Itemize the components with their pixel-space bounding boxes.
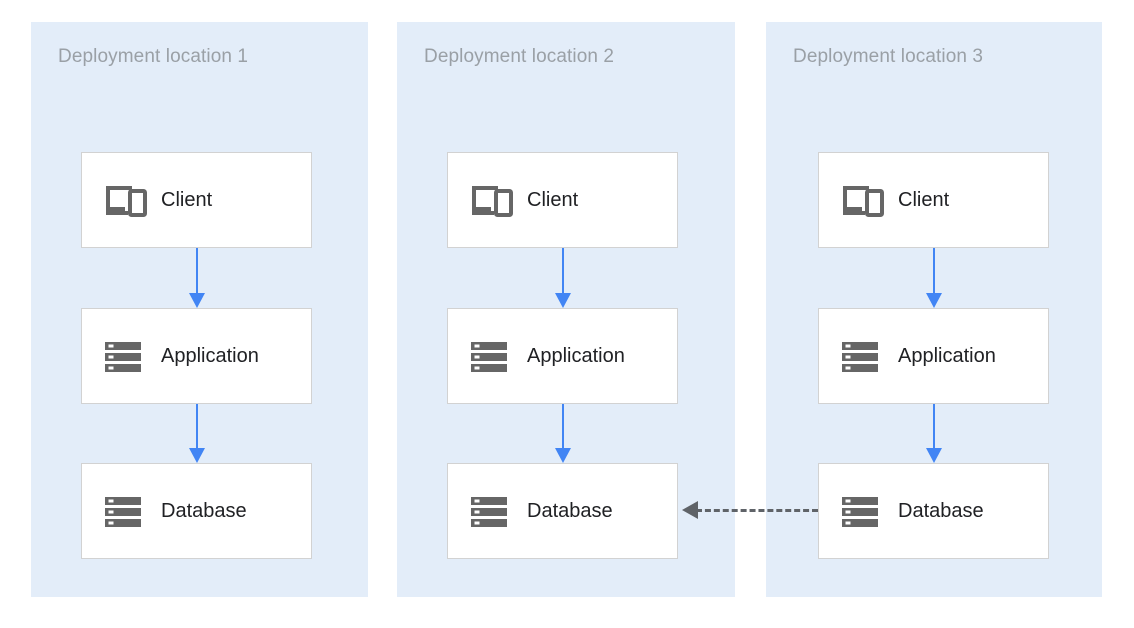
dashed-line	[696, 509, 818, 512]
node-label-application-3: Application	[898, 344, 996, 367]
node-label-application-2: Application	[527, 344, 625, 367]
node-label-client-1: Client	[161, 188, 213, 211]
server-icon	[105, 342, 141, 372]
arrowhead-left-icon	[682, 501, 698, 519]
node-client-3[interactable]: Client	[818, 152, 1049, 248]
connector-application-to-database-2	[552, 404, 574, 463]
connector-client-to-application-3	[923, 248, 945, 308]
connector-application-to-database-3	[923, 404, 945, 463]
node-label-database-1: Database	[161, 499, 247, 522]
server-icon	[105, 497, 141, 527]
node-application-3[interactable]: Application	[818, 308, 1049, 404]
connector-client-to-application-2	[552, 248, 574, 308]
node-application-1[interactable]: Application	[81, 308, 312, 404]
deployment-location-panel-1: Deployment location 1 Client	[31, 22, 368, 597]
server-icon	[842, 342, 878, 372]
node-client-1[interactable]: Client	[81, 152, 312, 248]
deployment-location-panel-3: Deployment location 3 Client Applicat	[766, 22, 1102, 597]
connector-application-to-database-1	[186, 404, 208, 463]
devices-icon	[472, 186, 513, 217]
node-label-database-3: Database	[898, 499, 984, 522]
node-label-database-2: Database	[527, 499, 613, 522]
connector-database3-to-database2-replication	[682, 501, 818, 519]
server-icon	[471, 497, 507, 527]
node-client-2[interactable]: Client	[447, 152, 678, 248]
node-label-client-3: Client	[898, 188, 950, 211]
panel-title-3: Deployment location 3	[793, 46, 984, 67]
node-database-1[interactable]: Database	[81, 463, 312, 559]
connector-client-to-application-1	[186, 248, 208, 308]
node-database-2[interactable]: Database	[447, 463, 678, 559]
node-label-client-2: Client	[527, 188, 579, 211]
node-application-2[interactable]: Application	[447, 308, 678, 404]
devices-icon	[106, 186, 147, 217]
panel-title-1: Deployment location 1	[58, 46, 249, 67]
deployment-location-panel-2: Deployment location 2 Client Applicat	[397, 22, 735, 597]
server-icon	[842, 497, 878, 527]
panel-title-2: Deployment location 2	[424, 46, 615, 67]
server-icon	[471, 342, 507, 372]
node-database-3[interactable]: Database	[818, 463, 1049, 559]
node-label-application-1: Application	[161, 344, 259, 367]
devices-icon	[843, 186, 884, 217]
